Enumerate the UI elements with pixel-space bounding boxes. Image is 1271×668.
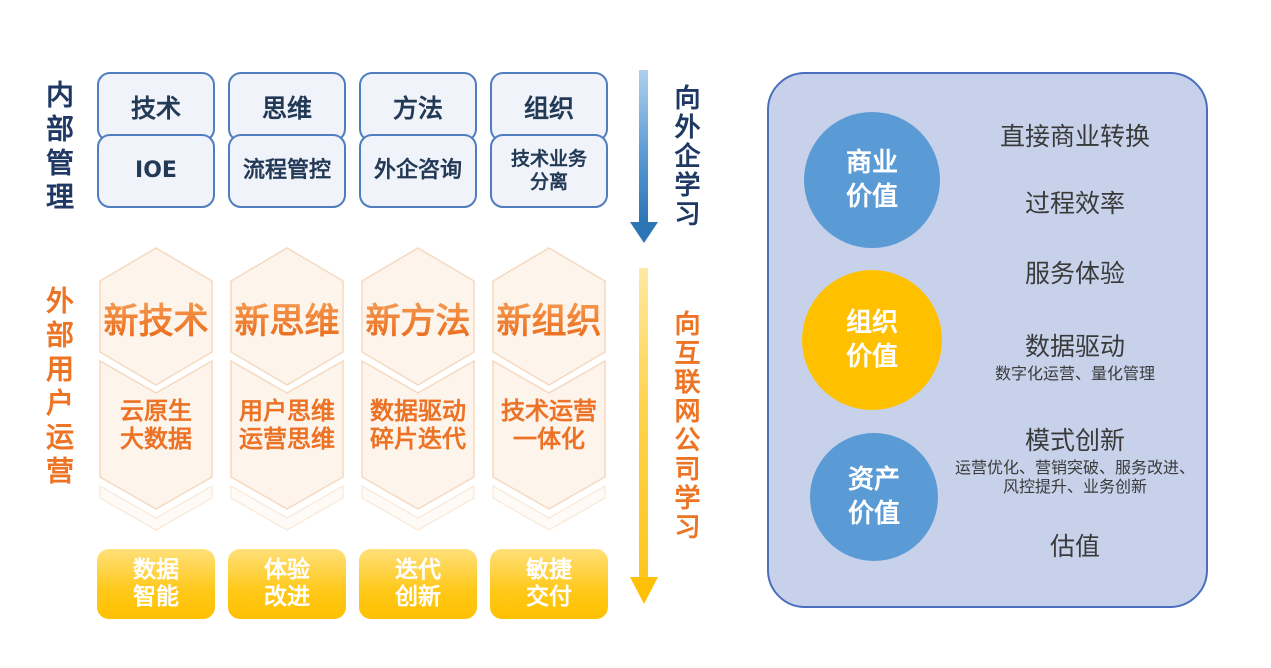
yellow-box-line: 交付 [526, 584, 572, 610]
yellow-down-arrow-head-icon [630, 577, 658, 604]
top-box-title-text: 方法 [392, 94, 443, 123]
hexagon-shape [230, 247, 344, 531]
top-box-title: 技术 [97, 72, 215, 142]
business-value-circle: 商业 价值 [804, 112, 940, 248]
panel-item-direct-commercial-conversion: 直接商业转换 [950, 122, 1200, 152]
top-box-subtitle: 技术业务 分离 [490, 134, 608, 208]
panel-item-text: 直接商业转换 [999, 122, 1150, 151]
external-user-operation-label: 外部用户运营 [42, 286, 75, 490]
blue-down-arrow-icon [639, 70, 648, 222]
panel-item-text: 估值 [1049, 532, 1100, 561]
blue-down-arrow-head-icon [630, 222, 658, 243]
top-box-subtitle: 外企咨询 [359, 134, 477, 208]
hex-lines: 技术运营 一体化 [490, 397, 608, 453]
top-box-title-text: 思维 [261, 94, 312, 123]
hexagon-shape [99, 247, 213, 531]
learn-from-foreign-companies-label: 向外企学习 [670, 84, 700, 229]
yellow-box-line: 智能 [133, 584, 179, 610]
top-box-subtitle-line: 分离 [529, 171, 568, 193]
panel-item-data-driven: 数据驱动 数字化运营、量化管理 [950, 332, 1200, 383]
value-panel: 商业 价值 组织 价值 资产 价值 直接商业转换 过程效率 服务体验 数据驱动 … [767, 72, 1208, 608]
column-method: 方法 外企咨询 新方法 数据驱动 碎片迭代 迭代 创新 [359, 0, 477, 668]
yellow-box: 数据 智能 [97, 549, 215, 619]
top-box-subtitle-line: 外企咨询 [373, 158, 462, 183]
hex-lines: 云原生 大数据 [97, 397, 215, 453]
asset-value-circle: 资产 价值 [810, 433, 938, 561]
hex-line: 碎片迭代 [370, 425, 466, 453]
panel-item-model-innovation: 模式创新 运营优化、营销突破、服务改进、风控提升、业务创新 [950, 426, 1200, 496]
top-box-title: 方法 [359, 72, 477, 142]
top-box-title-text: 组织 [523, 94, 574, 123]
column-tech: 技术 IOE 新技术 云原生 大数据 数据 智能 [97, 0, 215, 668]
top-box-subtitle: IOE [97, 134, 215, 208]
panel-item-process-efficiency: 过程效率 [950, 189, 1200, 219]
hex-lines: 数据驱动 碎片迭代 [359, 397, 477, 453]
column-organization: 组织 技术业务 分离 新组织 技术运营 一体化 敏捷 交付 [490, 0, 608, 668]
top-box-subtitle: 流程管控 [228, 134, 346, 208]
learn-from-internet-companies-label: 向互联网公司学习 [670, 310, 700, 542]
panel-item-text: 服务体验 [1024, 259, 1125, 288]
hex-line: 技术运营 [501, 397, 597, 425]
yellow-box-line: 敏捷 [526, 557, 572, 583]
hex-lines: 用户思维 运营思维 [228, 397, 346, 453]
yellow-box: 迭代 创新 [359, 549, 477, 619]
internal-management-label: 内部管理 [42, 80, 75, 216]
top-box-subtitle-line: 技术业务 [510, 148, 587, 170]
yellow-box-line: 迭代 [395, 557, 441, 583]
circle-line: 商业 [845, 148, 898, 178]
hex-title: 新组织 [490, 293, 608, 344]
circle-line: 价值 [845, 182, 898, 212]
yellow-box-line: 创新 [395, 584, 441, 610]
panel-item-text: 过程效率 [1024, 189, 1125, 218]
hexagon-shape [361, 247, 475, 531]
yellow-box: 敏捷 交付 [490, 549, 608, 619]
hex-line: 云原生 [120, 397, 192, 425]
circle-line: 价值 [845, 342, 898, 372]
hex-line: 用户思维 [239, 397, 335, 425]
top-box-subtitle-line: 流程管控 [242, 158, 331, 183]
hex-line: 运营思维 [239, 425, 335, 453]
circle-line: 价值 [847, 499, 900, 529]
circle-line: 组织 [845, 308, 898, 338]
top-box-subtitle-line: IOE [135, 158, 177, 183]
hex-line: 大数据 [120, 425, 192, 453]
panel-item-text: 数据驱动 [1024, 332, 1125, 361]
hex-line: 一体化 [513, 425, 585, 453]
hexagon-shape [492, 247, 606, 531]
hex-title: 新思维 [228, 293, 346, 344]
panel-item-subtitle: 运营优化、营销突破、服务改进、风控提升、业务创新 [954, 458, 1195, 496]
hex-line: 数据驱动 [370, 397, 466, 425]
hex-title: 新技术 [97, 293, 215, 344]
circle-line: 资产 [847, 465, 900, 495]
panel-item-valuation: 估值 [950, 532, 1200, 562]
panel-item-text: 模式创新 [1024, 426, 1125, 455]
yellow-box-line: 体验 [264, 557, 310, 583]
panel-item-subtitle: 数字化运营、量化管理 [994, 364, 1155, 383]
yellow-down-arrow-icon [639, 268, 648, 577]
column-thinking: 思维 流程管控 新思维 用户思维 运营思维 体验 改进 [228, 0, 346, 668]
hex-title: 新方法 [359, 293, 477, 344]
top-box-title: 思维 [228, 72, 346, 142]
yellow-box: 体验 改进 [228, 549, 346, 619]
top-box-title: 组织 [490, 72, 608, 142]
yellow-box-line: 数据 [133, 557, 179, 583]
organization-value-circle: 组织 价值 [802, 270, 942, 410]
panel-item-service-experience: 服务体验 [950, 259, 1200, 289]
top-box-title-text: 技术 [130, 94, 181, 123]
yellow-box-line: 改进 [264, 584, 310, 610]
